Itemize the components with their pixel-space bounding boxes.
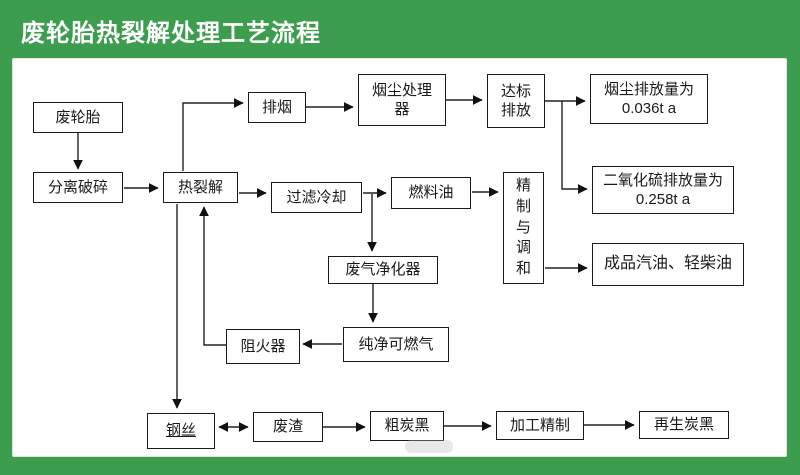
node-crude-carbon-black-label: 粗炭黑: [384, 417, 430, 435]
edge-standard-to-so2-emission: [561, 101, 588, 194]
node-dust-emission: 烟尘排放量为 0.036t a: [590, 74, 708, 124]
node-process-refine-label: 加工精制: [509, 416, 570, 434]
node-filter-cooling-label: 过滤冷却: [286, 188, 347, 206]
node-dust-emission-label: 烟尘排放量为 0.036t a: [603, 80, 694, 118]
node-waste-residue-label: 废渣: [272, 418, 303, 436]
node-steel-wire: 钢丝: [147, 413, 215, 449]
node-separate-crush-label: 分离破碎: [47, 178, 108, 196]
node-refine-blend-label: 精 制 与 调 和: [515, 177, 531, 278]
node-steel-wire-label: 钢丝: [165, 422, 196, 440]
node-pure-gas: 纯净可燃气: [343, 327, 449, 362]
node-separate-crush: 分离破碎: [33, 172, 123, 203]
node-pyrolysis-label: 热裂解: [177, 178, 223, 196]
node-gas-purifier-label: 废气净化器: [345, 261, 421, 279]
node-crude-carbon-black: 粗炭黑: [370, 411, 444, 441]
node-fuel-oil: 燃料油: [391, 177, 471, 209]
node-pyrolysis: 热裂解: [163, 172, 238, 203]
node-smoke-exhaust: 排烟: [248, 92, 306, 123]
node-finished-oil-label: 成品汽油、轻柴油: [603, 255, 732, 273]
node-dust-processor: 烟尘处理 器: [358, 74, 446, 126]
node-fuel-oil-label: 燃料油: [408, 184, 454, 202]
node-process-refine: 加工精制: [496, 411, 584, 440]
node-regen-carbon-black: 再生炭黑: [639, 411, 729, 439]
node-regen-carbon-black-label: 再生炭黑: [653, 416, 714, 434]
node-smoke-exhaust-label: 排烟: [261, 98, 292, 116]
node-pure-gas-label: 纯净可燃气: [358, 335, 434, 353]
edge-pyrolysis-to-smoke: [182, 98, 244, 171]
watermark-smudge: [405, 440, 453, 453]
node-waste-tire-label: 废轮胎: [55, 108, 101, 126]
node-waste-tire: 废轮胎: [33, 102, 123, 133]
node-flame-arrester: 阻火器: [226, 329, 300, 364]
edge-flame-arrester-to-pyrolysis: [199, 206, 226, 346]
page-title: 废轮胎热裂解处理工艺流程: [21, 20, 321, 47]
node-dust-processor-label: 烟尘处理 器: [371, 81, 432, 119]
node-flame-arrester-label: 阻火器: [240, 337, 286, 355]
node-so2-emission-label: 二氧化硫排放量为 0.258t a: [602, 171, 723, 209]
node-filter-cooling: 过滤冷却: [271, 182, 362, 213]
node-so2-emission: 二氧化硫排放量为 0.258t a: [592, 166, 734, 214]
node-standard-discharge: 达标 排放: [487, 74, 545, 128]
node-finished-oil: 成品汽油、轻柴油: [592, 243, 744, 286]
node-refine-blend: 精 制 与 调 和: [503, 172, 544, 284]
node-waste-residue: 废渣: [253, 412, 323, 442]
node-gas-purifier: 废气净化器: [328, 256, 438, 284]
node-standard-discharge-label: 达标 排放: [500, 82, 531, 120]
